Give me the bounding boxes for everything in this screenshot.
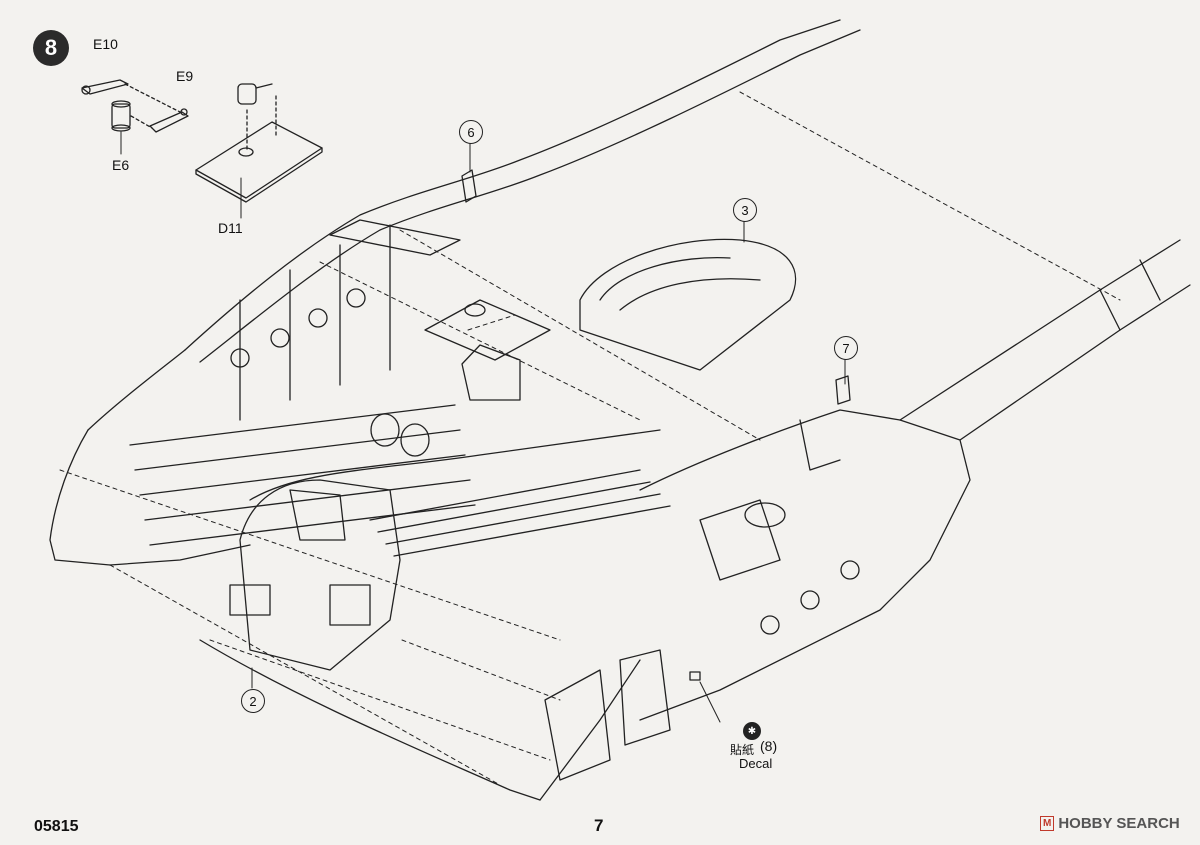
watermark-text: HOBBY SEARCH: [1058, 815, 1180, 832]
callout-2: 2: [241, 689, 265, 713]
callout-6: 6: [459, 120, 483, 144]
step-number-badge: 8: [33, 30, 69, 66]
watermark: M HOBBY SEARCH: [1040, 815, 1180, 832]
decal-icon: ✱: [743, 722, 761, 740]
part-label-e9: E9: [176, 68, 194, 84]
callout-7: 7: [834, 336, 858, 360]
callout-3: 3: [733, 198, 757, 222]
decal-english-label: Decal: [739, 756, 773, 771]
part-label-e10: E10: [93, 36, 118, 52]
leader-lines: [120, 131, 846, 723]
decal-chinese-label: 貼紙: [730, 743, 755, 757]
product-code: 05815: [34, 818, 79, 835]
e6-part-drawing: [111, 100, 131, 132]
fuselage-drawing: [49, 19, 1191, 801]
watermark-logo: M: [1040, 816, 1055, 831]
ghost-print: [930, 80, 933, 90]
page-number: 7: [594, 816, 604, 835]
part-label-d11: D11: [218, 220, 243, 236]
decal-number: (8): [760, 738, 778, 754]
e10-part-drawing: [81, 79, 129, 95]
d11-part-drawing: [195, 83, 323, 203]
part-label-e6: E6: [112, 157, 130, 173]
guide-lines: [59, 91, 1121, 786]
e9-part-drawing: [149, 108, 189, 133]
